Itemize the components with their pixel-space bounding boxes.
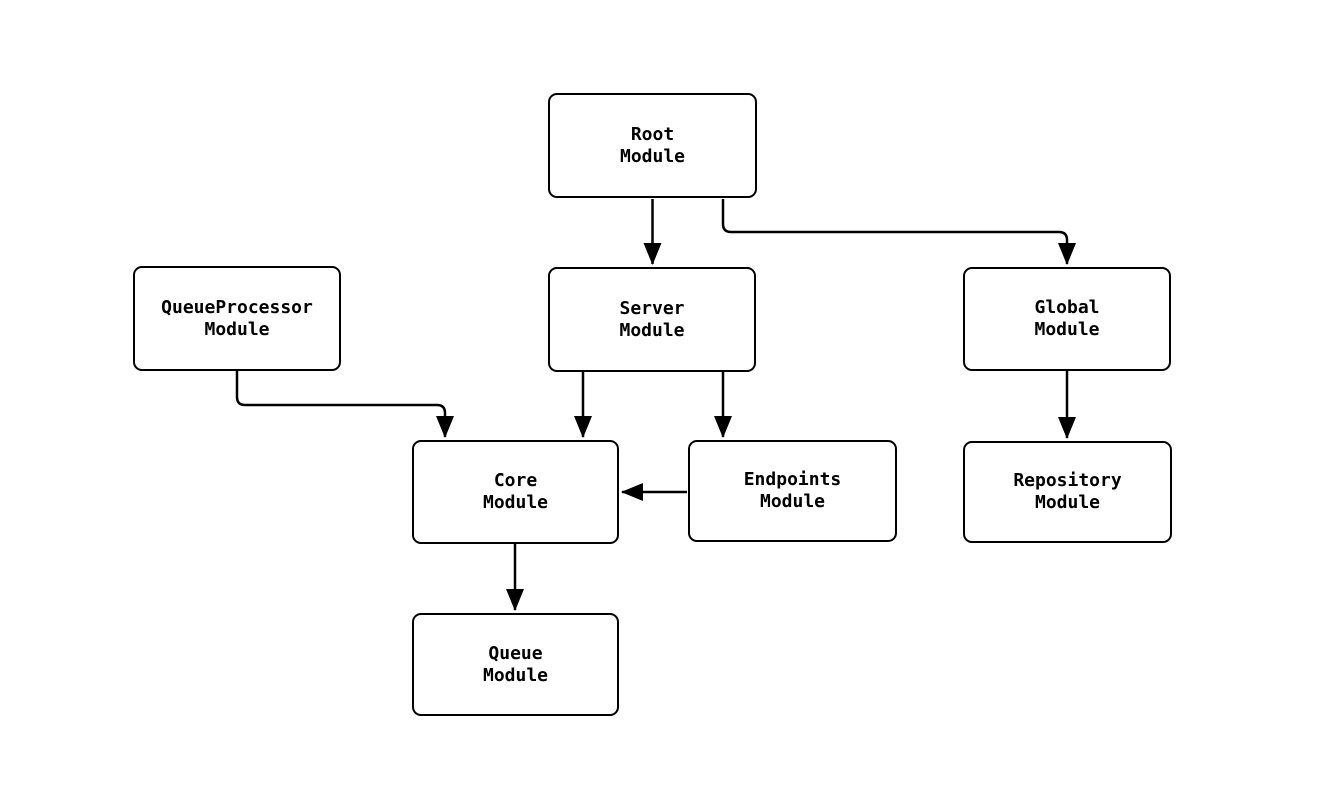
node-label-line: Core [493,470,538,491]
node-root-module: Root Module [548,93,757,198]
node-label-line: QueueProcessor [161,296,313,318]
node-label-line: Endpoints [743,469,842,490]
node-server-module: Server Module [548,267,756,372]
node-label-line: Root [630,123,675,145]
node-endpoints-module: Endpoints Module [688,440,897,542]
edge-root-to-global [721,199,1076,265]
node-label-line: Server [619,297,685,319]
node-label-line: Module [759,491,826,512]
node-label-line: Queue [488,642,543,664]
node-queue-module: Queue Module [412,613,619,716]
node-label-line: Module [204,318,270,340]
node-global-module: Global Module [963,267,1171,371]
node-core-module: Core Module [412,440,619,544]
node-label-line: Module [1034,492,1101,513]
node-label-line: Repository [1013,470,1122,491]
node-label-line: Module [1034,319,1100,340]
node-label-line: Module [482,492,549,513]
node-label-line: Module [619,319,685,341]
node-label-line: Module [482,664,549,686]
node-repository-module: Repository Module [963,441,1172,543]
node-label-line: Module [619,145,686,167]
node-label-line: Global [1034,297,1100,318]
node-queueprocessor-module: QueueProcessor Module [133,266,341,371]
edge-queueprocessor-to-core [235,370,454,438]
